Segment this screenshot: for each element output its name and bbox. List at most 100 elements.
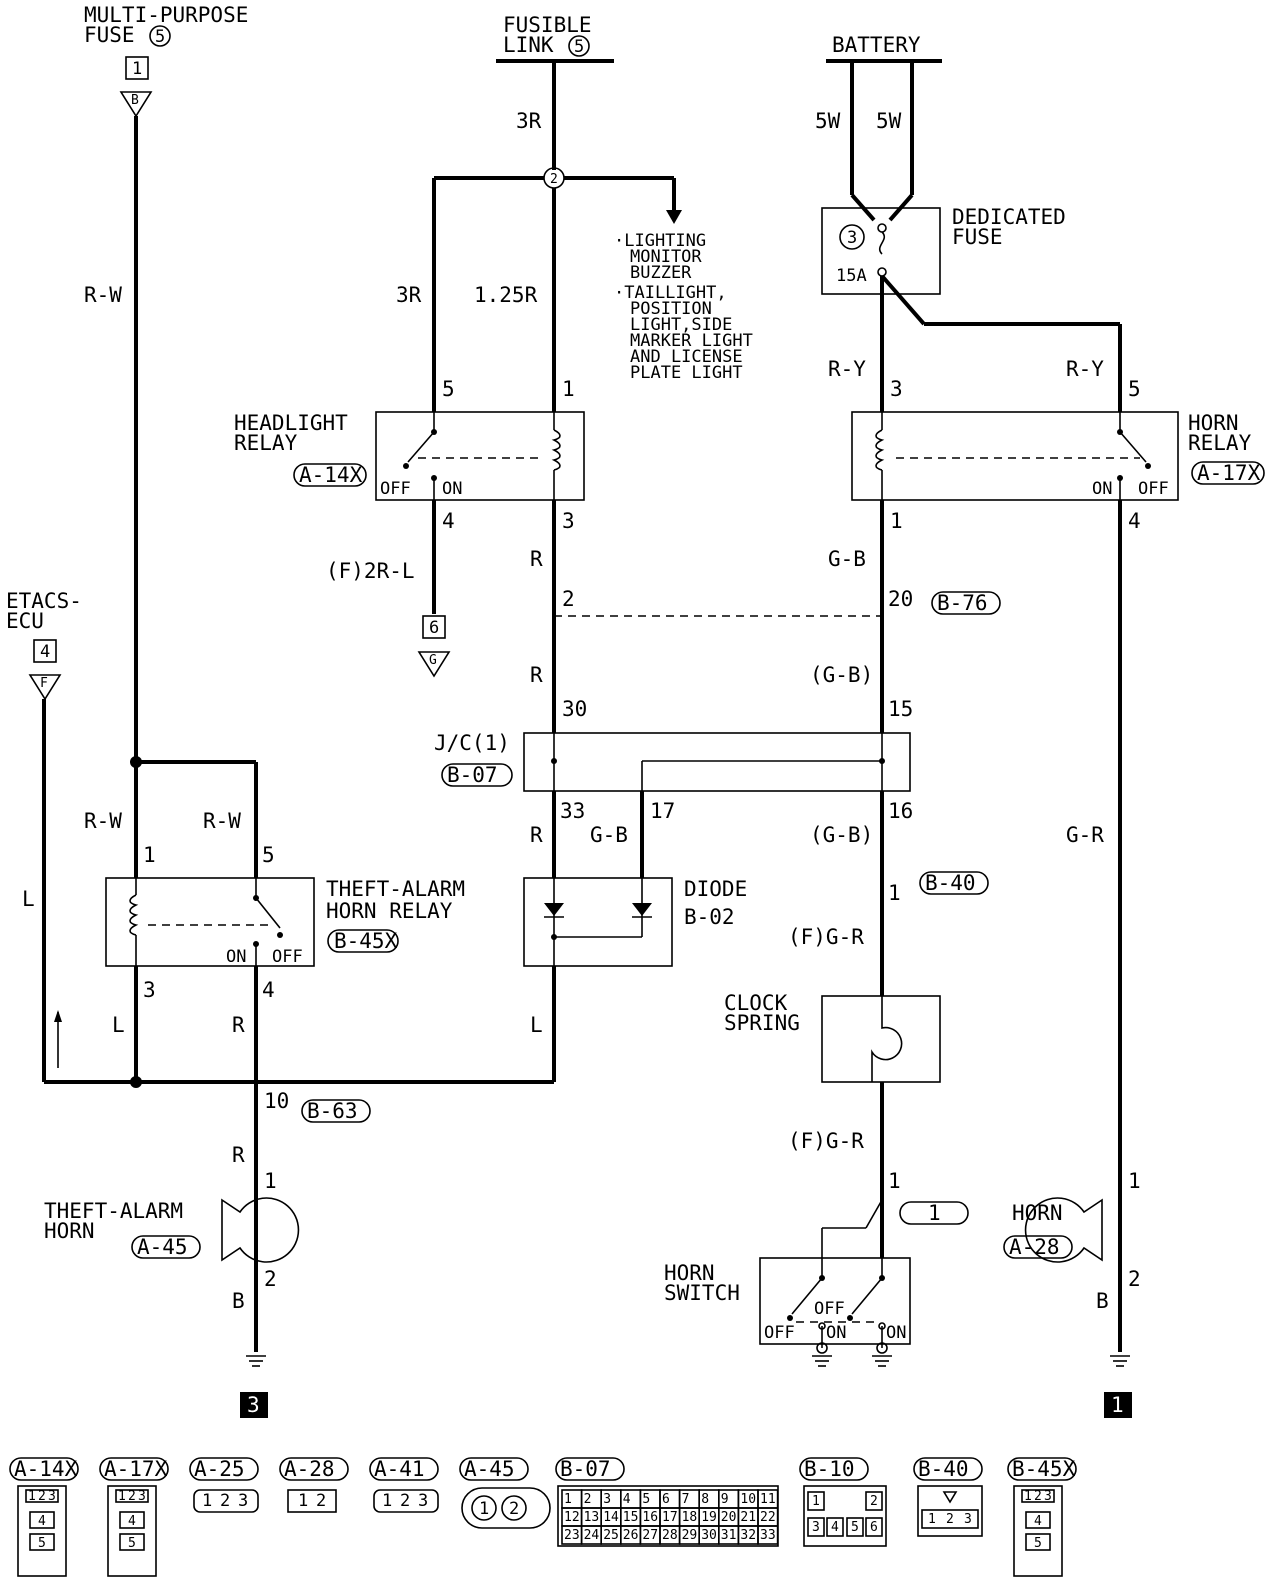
svg-text:A-14X: A-14X bbox=[14, 1457, 78, 1481]
b07-pin-label: 12 bbox=[564, 1510, 580, 1525]
b07-pin-label: 15 bbox=[623, 1510, 639, 1525]
ground-right-num: 1 bbox=[1111, 1393, 1124, 1417]
svg-text:4: 4 bbox=[38, 1514, 46, 1529]
hs-off-a: OFF bbox=[764, 1323, 795, 1343]
b40-conn: B-40 bbox=[925, 871, 976, 895]
connector-view-a45: A-45 1 2 bbox=[459, 1457, 551, 1529]
b07-pin-label: 18 bbox=[682, 1510, 698, 1525]
svg-text:1: 1 bbox=[479, 1499, 489, 1519]
theft-relay-line1: THEFT-ALARM bbox=[326, 877, 465, 901]
gb-c-label: (G-B) bbox=[810, 823, 873, 847]
b07-pin-label: 21 bbox=[740, 1510, 756, 1525]
fgr-b-label: (F)G-R bbox=[788, 1129, 864, 1153]
b07-pin-label: 29 bbox=[682, 1528, 698, 1543]
fl-no: 5 bbox=[574, 37, 584, 57]
b07-pin-label: 30 bbox=[701, 1528, 717, 1543]
svg-text:2: 2 bbox=[128, 1489, 136, 1504]
connector-view-a25: A-25 1 2 3 bbox=[189, 1457, 259, 1513]
battery-source: BATTERY bbox=[826, 33, 942, 63]
svg-text:4: 4 bbox=[831, 1520, 839, 1535]
jc-p16: 16 bbox=[888, 799, 913, 823]
dfuse-no: 3 bbox=[847, 228, 857, 248]
gref-box: 6 bbox=[429, 618, 439, 638]
horn-relay-p3: 3 bbox=[890, 377, 903, 401]
jc-label: J/C(1) bbox=[434, 731, 510, 755]
fl-junction: 2 bbox=[550, 172, 558, 187]
jc-p33: 33 bbox=[560, 799, 585, 823]
fl-125r: 1.25R bbox=[474, 283, 538, 307]
horn-circuit: G-R HORN A-28 1 2 B 1 bbox=[1003, 500, 1141, 1418]
clock-spring-circuit: (G-B) B-40 1 (F)G-R CLOCK SPRING (F)G-R … bbox=[724, 791, 989, 1258]
svg-text:1: 1 bbox=[118, 1489, 126, 1504]
b-right-label: B bbox=[1096, 1289, 1109, 1313]
connector-view-b10: B-10 1 2 3 4 5 6 bbox=[799, 1457, 887, 1547]
b07-pin-cell bbox=[757, 1525, 779, 1545]
svg-text:A-45: A-45 bbox=[464, 1457, 515, 1481]
svg-text:6: 6 bbox=[870, 1520, 878, 1535]
mpf-fuse-no: 5 bbox=[155, 27, 165, 47]
gb-d-label: G-B bbox=[590, 823, 628, 847]
connector-view-a17x: A-17X 1 2 3 4 5 bbox=[99, 1457, 169, 1577]
b07-pin-label: 31 bbox=[721, 1528, 737, 1543]
theft-relay-p1: 1 bbox=[143, 843, 156, 867]
svg-text:2: 2 bbox=[220, 1491, 230, 1511]
hl-p5: 5 bbox=[442, 377, 455, 401]
hl-p4: 4 bbox=[442, 509, 455, 533]
r-wire-center: R 2 R 30 bbox=[530, 500, 880, 733]
svg-text:1: 1 bbox=[298, 1491, 308, 1511]
horn-p1: 1 bbox=[1128, 1169, 1141, 1193]
clock-line1: CLOCK bbox=[724, 991, 788, 1015]
fl-line1: FUSIBLE bbox=[503, 13, 592, 37]
connector-views: A-14X 1 2 3 4 5 A-17X 1 2 3 4 5 bbox=[9, 1457, 1077, 1577]
b07-pin-label: 19 bbox=[701, 1510, 717, 1525]
horn-relay-p1: 1 bbox=[890, 509, 903, 533]
b07-pin-label: 17 bbox=[662, 1510, 678, 1525]
b07-pin-label: 28 bbox=[662, 1528, 678, 1543]
hl-relay-line1: HEADLIGHT bbox=[234, 411, 348, 435]
l-c-label: L bbox=[530, 1013, 543, 1037]
ry-right-label: R-Y bbox=[1066, 357, 1104, 381]
clock-line2: SPRING bbox=[724, 1011, 800, 1035]
b07-pin-label: 4 bbox=[623, 1492, 631, 1507]
svg-text:2: 2 bbox=[946, 1512, 954, 1527]
b07-pin-label: 22 bbox=[760, 1510, 776, 1525]
hl-out-label: (F)2R-L bbox=[326, 559, 415, 583]
b76-p20: 20 bbox=[888, 587, 913, 611]
rw-wire: R-W R-W R-W bbox=[84, 116, 258, 878]
l-left-label: L bbox=[22, 887, 35, 911]
b07-pin-label: 27 bbox=[642, 1528, 658, 1543]
bat-5w-a: 5W bbox=[815, 109, 841, 133]
connector-view-a28: A-28 1 2 bbox=[279, 1457, 349, 1513]
hs-ref: 1 bbox=[928, 1201, 941, 1225]
b07-pin-label: 6 bbox=[662, 1492, 670, 1507]
headlight-output: (F)2R-L 6 G bbox=[326, 500, 451, 678]
horn-relay-p5: 5 bbox=[1128, 377, 1141, 401]
note-7: AND LICENSE bbox=[630, 347, 743, 367]
diode-line1: DIODE bbox=[684, 877, 747, 901]
note-6: MARKER LIGHT bbox=[630, 331, 753, 351]
mpf-box: 1 bbox=[132, 59, 142, 79]
hl-relay-line2: RELAY bbox=[234, 431, 298, 455]
diode-line2: B-02 bbox=[684, 905, 735, 929]
horn-relay: ON OFF HORN RELAY A-17X 3 5 1 4 bbox=[851, 377, 1265, 533]
b07-pin-label: 2 bbox=[584, 1492, 592, 1507]
hs-on-a: ON bbox=[826, 1323, 846, 1343]
note-1: MONITOR bbox=[630, 247, 702, 267]
diode-wires: R G-B bbox=[530, 791, 644, 878]
hl-p1: 1 bbox=[562, 377, 575, 401]
etacs-line2: ECU bbox=[6, 609, 44, 633]
hs-off-b: OFF bbox=[814, 1299, 845, 1319]
bottom-left-wires: L R 10 B-63 R bbox=[44, 966, 554, 1352]
theft-relay-conn: B-45X bbox=[334, 929, 398, 953]
etacs-tri: F bbox=[40, 676, 48, 691]
b07-pin-label: 23 bbox=[564, 1528, 580, 1543]
note-0: ·LIGHTING bbox=[614, 231, 706, 251]
theft-relay-line2: HORN RELAY bbox=[326, 899, 453, 923]
note-5: LIGHT,SIDE bbox=[630, 315, 732, 335]
svg-text:2: 2 bbox=[316, 1491, 326, 1511]
horn-relay-line1: HORN bbox=[1188, 411, 1239, 435]
bat-5w-b: 5W bbox=[876, 109, 902, 133]
